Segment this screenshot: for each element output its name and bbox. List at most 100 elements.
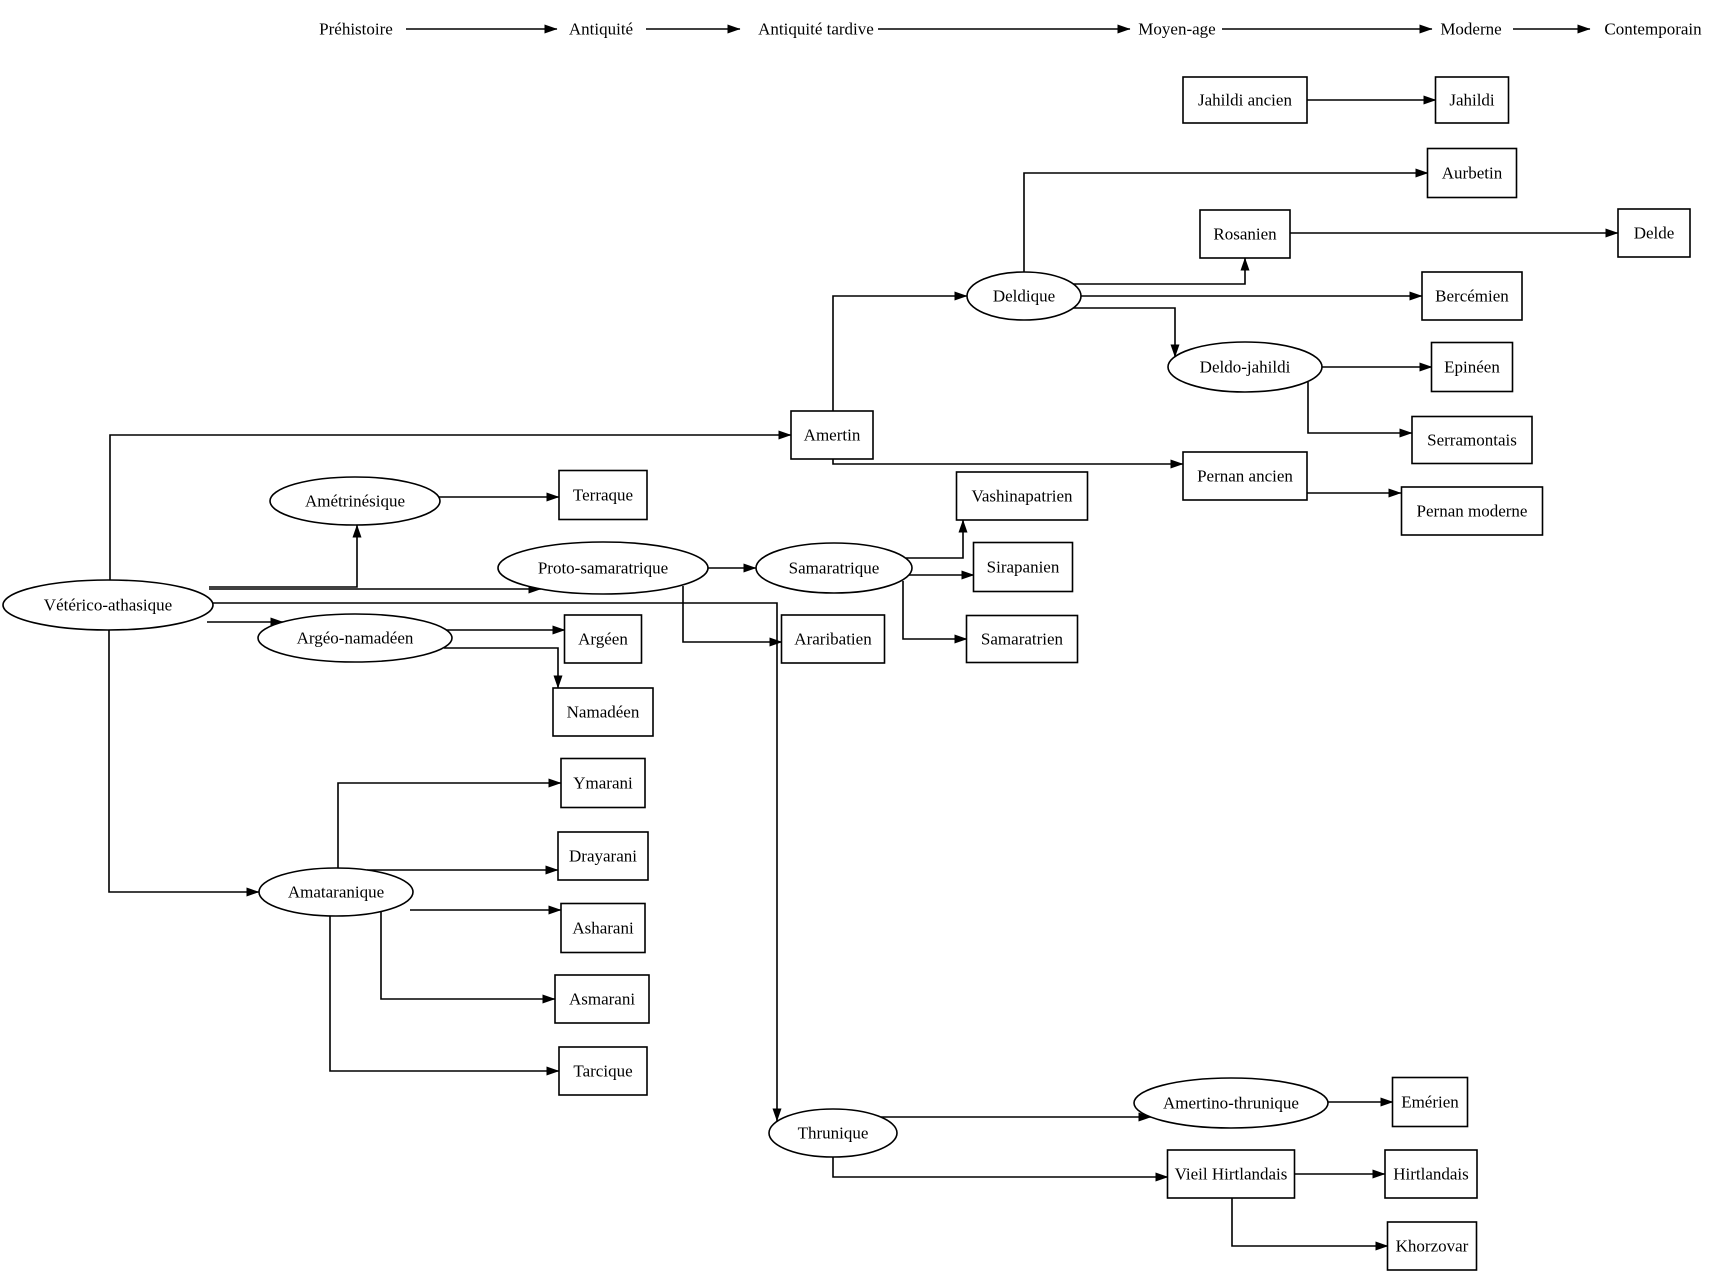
node-epineen: Epinéen: [1430, 341, 1514, 393]
node-label: Pernan moderne: [1417, 502, 1528, 521]
node-amertino-thrunique: Amertino-thrunique: [1133, 1077, 1329, 1129]
edge-deldique-to-rosanien: [1073, 257, 1250, 285]
node-argeen: Argéen: [563, 614, 643, 664]
language-box: [560, 902, 646, 954]
language-box: [554, 974, 650, 1024]
node-label: Rosanien: [1213, 225, 1277, 244]
timeline-label-prehistoire: Préhistoire: [319, 20, 393, 39]
node-label: Emérien: [1401, 1093, 1459, 1112]
edge-amataranique-to-asmarani: [380, 912, 556, 1004]
edge-samaratrique-to-samaratrien: [902, 581, 968, 644]
node-samaratrique: Samaratrique: [755, 542, 913, 594]
node-bercemien: Bercémien: [1421, 271, 1523, 321]
node-label: Samaratrien: [981, 630, 1064, 649]
proto-language-ellipse: [966, 271, 1082, 321]
node-hirtlandais: Hirtlandais: [1384, 1149, 1478, 1199]
node-pernan-ancien: Pernan ancien: [1182, 451, 1308, 501]
language-box: [972, 541, 1074, 593]
node-araribatien: Araribatien: [780, 614, 886, 664]
language-box: [1400, 486, 1544, 536]
node-label: Deldo-jahildi: [1200, 358, 1291, 377]
timeline-label-contemporain: Contemporain: [1604, 20, 1702, 39]
edge-veterico-athasique-to-ametrinesique: [209, 524, 362, 588]
node-label: Vashinapatrien: [971, 487, 1073, 506]
timeline-label-antiquite-tardive: Antiquité tardive: [758, 20, 874, 39]
node-label: Thrunique: [798, 1124, 869, 1143]
node-khorzovar: Khorzovar: [1386, 1221, 1478, 1271]
node-label: Jahildi ancien: [1198, 91, 1292, 110]
node-emerien: Emérien: [1391, 1076, 1469, 1128]
edge-samaratrique-to-vashinapatrien: [906, 519, 968, 559]
node-jahildi-ancien: Jahildi ancien: [1182, 76, 1308, 124]
node-delde: Delde: [1617, 208, 1691, 258]
node-label: Jahildi: [1449, 91, 1495, 110]
node-vashinapatrien: Vashinapatrien: [955, 471, 1089, 521]
node-label: Amataranique: [288, 883, 384, 902]
node-argeo-namadeen: Argéo-namadéen: [257, 613, 453, 663]
edge-veterico-athasique-to-amataranique: [108, 630, 260, 897]
node-ymarani: Ymarani: [560, 757, 646, 809]
node-label: Drayarani: [569, 847, 637, 866]
edge-thrunique-to-vieil-hirtlandais: [832, 1157, 1169, 1182]
edge-vieil-hirtlandais-to-khorzovar: [1231, 1198, 1389, 1251]
edge-deldique-to-deldo-jahildi: [1073, 307, 1180, 358]
node-label: Argéo-namadéen: [297, 629, 414, 648]
node-label: Namadéen: [567, 703, 640, 722]
node-tarcique: Tarcique: [558, 1046, 648, 1096]
proto-language-ellipse: [1167, 341, 1323, 393]
edge-amataranique-to-tarcique: [329, 916, 560, 1076]
nodes-layer: Vétérico-athasique AmétrinésiqueArgéo-nam…: [2, 76, 1691, 1271]
language-box: [557, 831, 649, 881]
edge-amataranique-to-ymarani: [337, 778, 562, 868]
node-label: Terraque: [573, 486, 633, 505]
node-label: Samaratrique: [789, 559, 880, 578]
node-veterico-athasique: Vétérico-athasique: [2, 579, 214, 631]
language-box: [552, 687, 654, 737]
edge-deldo-jahildi-to-serramontais: [1307, 382, 1413, 438]
node-aurbetin: Aurbetin: [1426, 147, 1518, 199]
language-box: [558, 1046, 648, 1096]
node-label: Asharani: [572, 919, 634, 938]
node-label: Pernan ancien: [1197, 467, 1293, 486]
node-label: Amertino-thrunique: [1163, 1094, 1299, 1113]
proto-language-ellipse: [755, 542, 913, 594]
node-rosanien: Rosanien: [1199, 209, 1291, 259]
language-box: [1421, 271, 1523, 321]
language-box: [1430, 341, 1514, 393]
node-amertin: Amertin: [790, 410, 874, 460]
node-label: Khorzovar: [1396, 1237, 1469, 1256]
language-box: [1384, 1149, 1478, 1199]
timeline-label-moderne: Moderne: [1440, 20, 1501, 39]
proto-language-ellipse: [257, 613, 453, 663]
proto-language-ellipse: [258, 867, 414, 917]
node-label: Amétrinésique: [305, 492, 405, 511]
edge-deldique-to-aurbetin: [1023, 168, 1429, 272]
node-label: Aurbetin: [1442, 164, 1503, 183]
language-box: [780, 614, 886, 664]
node-label: Amertin: [804, 426, 861, 445]
edge-amertin-to-deldique: [832, 291, 968, 411]
language-box: [790, 410, 874, 460]
language-box: [1199, 209, 1291, 259]
node-asmarani: Asmarani: [554, 974, 650, 1024]
node-drayarani: Drayarani: [557, 831, 649, 881]
node-namadeen: Namadéen: [552, 687, 654, 737]
language-box: [1617, 208, 1691, 258]
proto-language-ellipse: [2, 579, 214, 631]
node-thrunique: Thrunique: [768, 1108, 898, 1158]
node-label: Vétérico-athasique: [44, 596, 172, 615]
edge-veterico-athasique-to-thrunique: [211, 602, 782, 1122]
proto-language-ellipse: [1133, 1077, 1329, 1129]
node-label: Delde: [1634, 224, 1675, 243]
node-vieil-hirtlandais: Vieil Hirtlandais: [1166, 1149, 1296, 1199]
node-jahildi: Jahildi: [1434, 76, 1510, 124]
node-label: Sirapanien: [987, 558, 1060, 577]
language-box: [1426, 147, 1518, 199]
language-box: [560, 757, 646, 809]
node-amataranique: Amataranique: [258, 867, 414, 917]
timeline-label-moyen-age: Moyen-age: [1138, 20, 1215, 39]
node-label: Ymarani: [573, 774, 633, 793]
node-label: Hirtlandais: [1393, 1165, 1469, 1184]
